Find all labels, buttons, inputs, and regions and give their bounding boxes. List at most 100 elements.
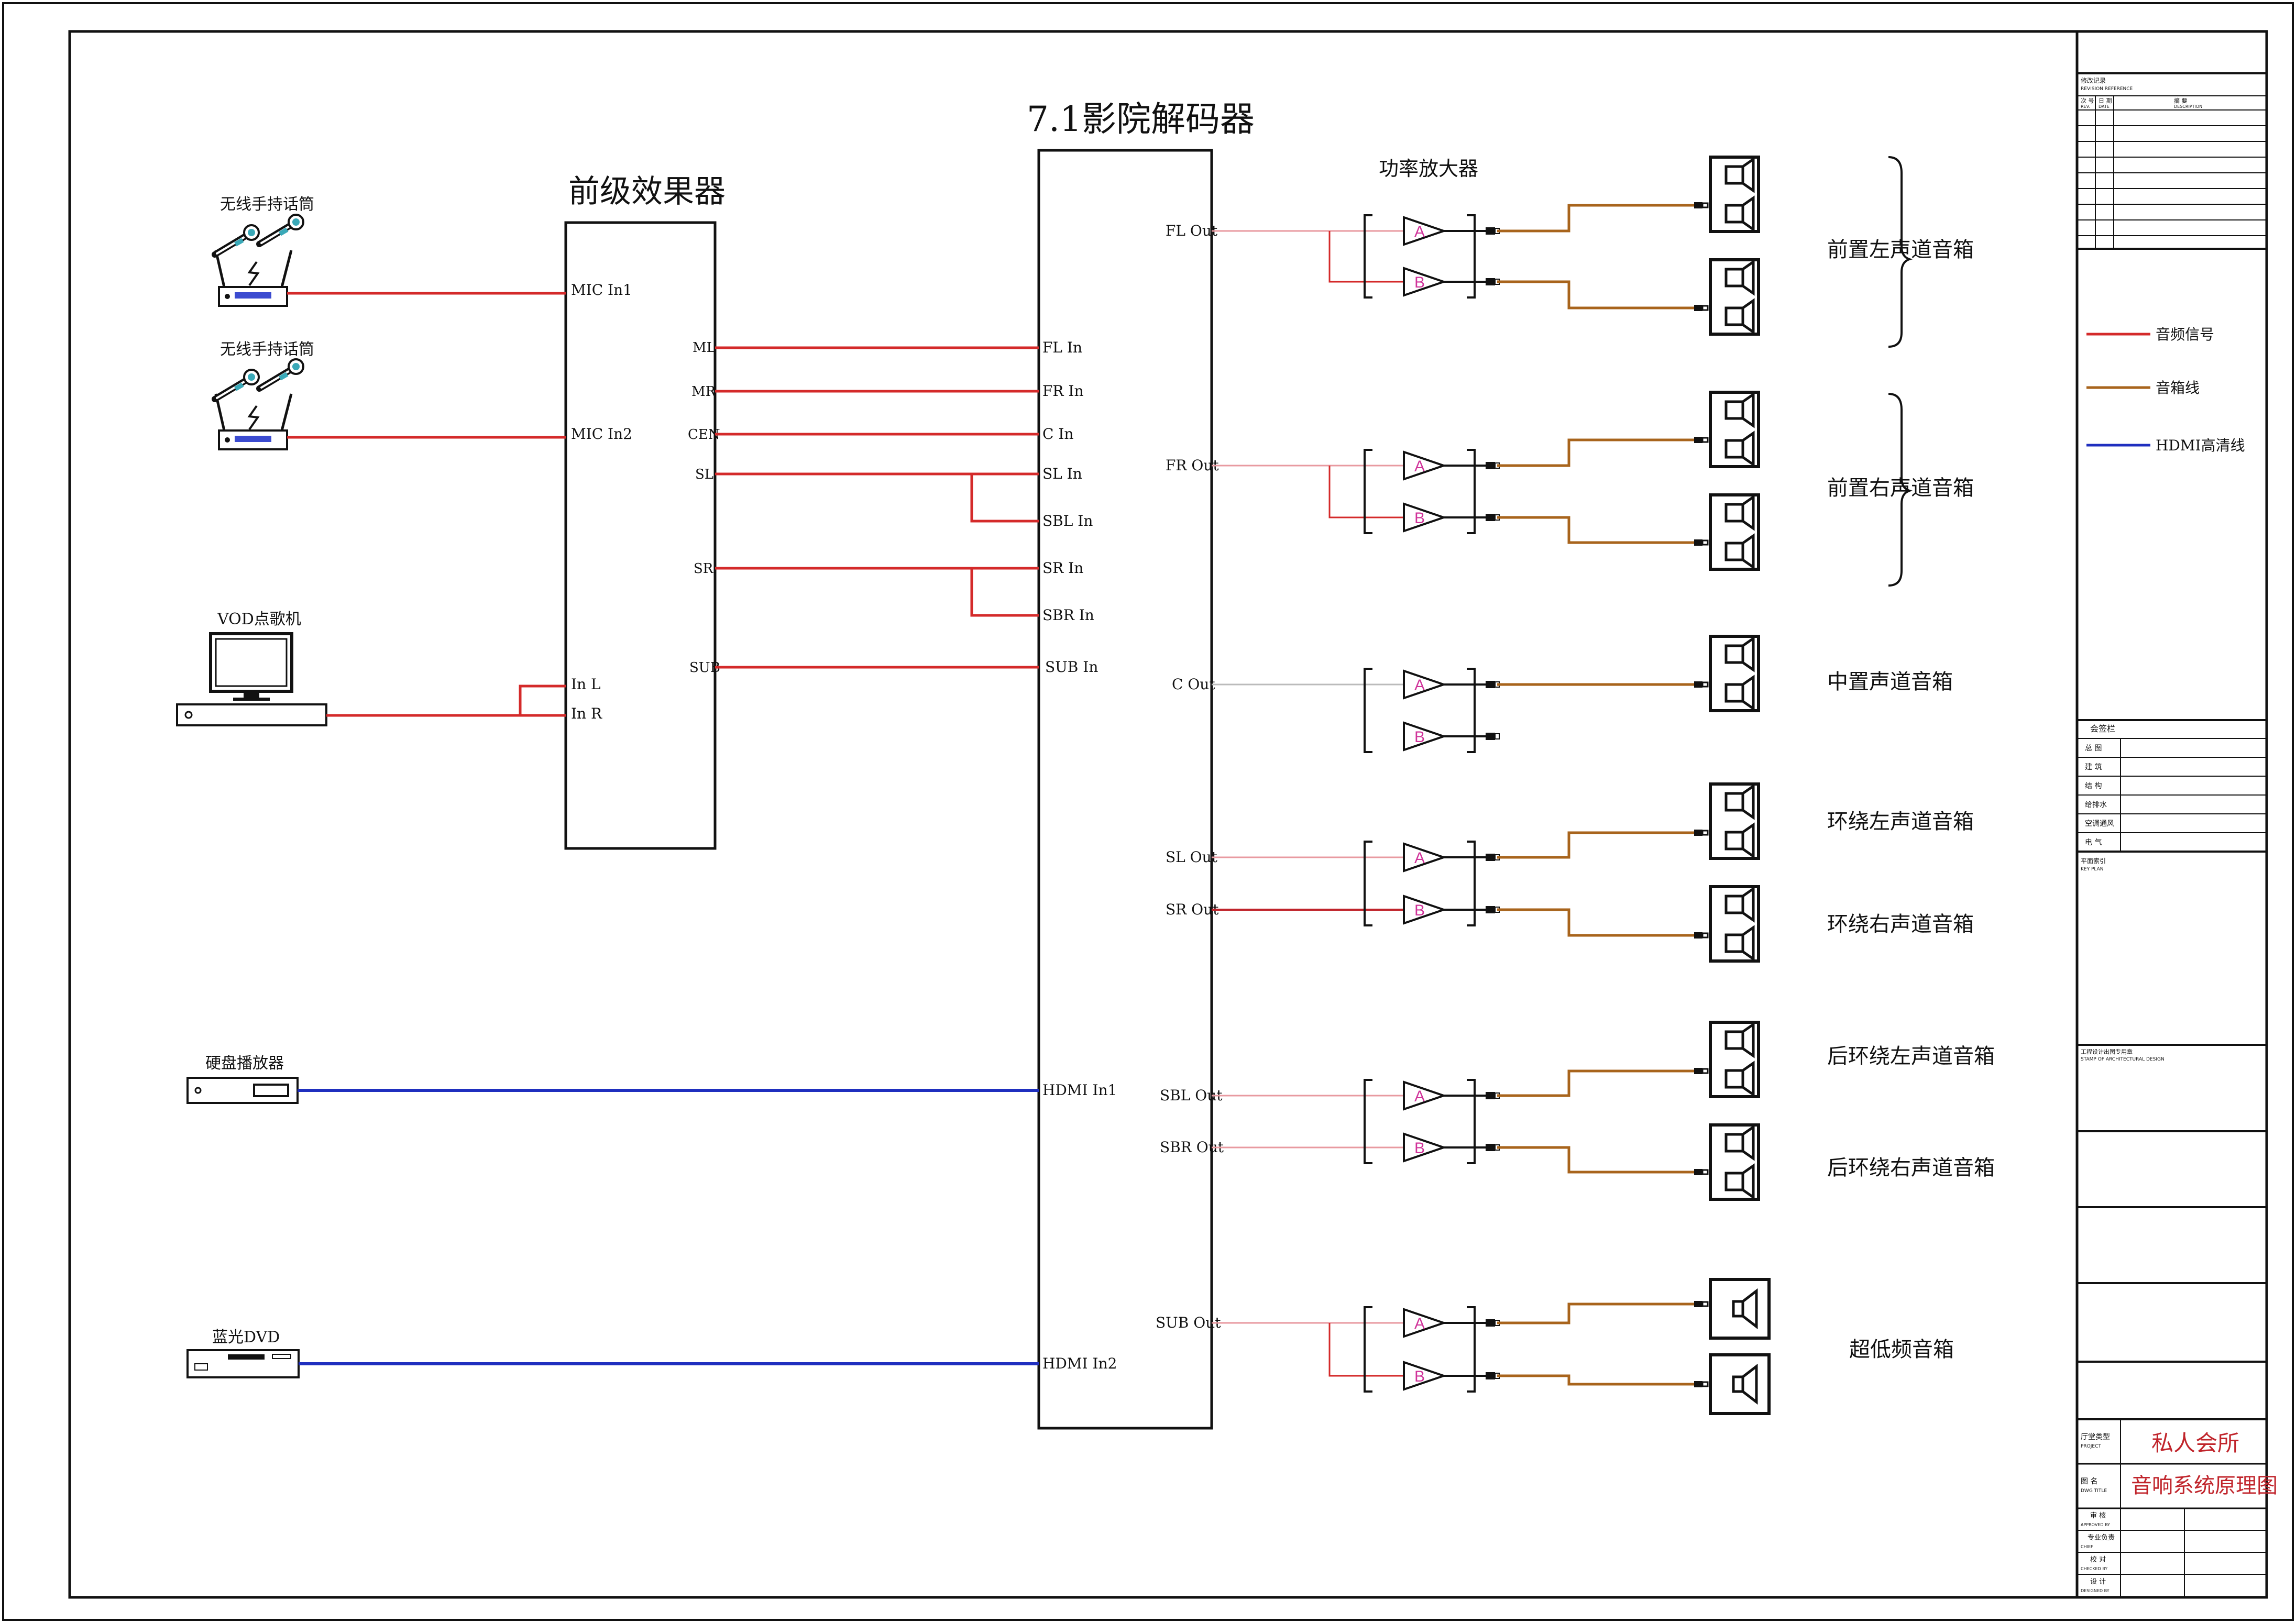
- preamp-title: 前级效果器: [568, 173, 726, 210]
- rev-col-desc: 摘 要: [2174, 97, 2188, 104]
- amp-channel: B: [1403, 1361, 1500, 1391]
- mic-icon: [215, 225, 259, 255]
- dec-in-c: C In: [1042, 425, 1073, 443]
- mic-icon: [259, 359, 303, 389]
- amp-title: 功率放大器: [1379, 157, 1478, 180]
- amp-channel: A: [1403, 450, 1500, 481]
- amp-block: AB: [1364, 449, 1500, 534]
- pre-in-mic2: MIC In2: [571, 425, 632, 443]
- decoder-to-amp: [1212, 230, 1404, 1377]
- pre-out-mr: MR: [691, 384, 717, 400]
- role-designed-en: DESIGNED BY: [2081, 1588, 2110, 1593]
- drawing-label-en: DWG TITLE: [2081, 1488, 2107, 1494]
- speaker-icon: [1693, 495, 1759, 569]
- role-approved: 审 核: [2090, 1512, 2106, 1520]
- amp-channel-label: A: [1414, 849, 1425, 867]
- speaker-label-rear-right: 后环绕右声道音箱: [1827, 1156, 1995, 1180]
- legend-label-hdmi: HDMI高清线: [2156, 437, 2245, 454]
- speaker-icon: [1693, 887, 1759, 961]
- dec-in-sbr: SBR In: [1042, 606, 1094, 624]
- vod-player: VOD点歌机: [176, 610, 327, 726]
- amp-triangle-icon: [1403, 450, 1447, 481]
- amp-channel-label: A: [1414, 458, 1425, 475]
- speaker-label-front-right: 前置右声道音箱: [1827, 476, 1974, 500]
- amp-channel: A: [1403, 669, 1500, 700]
- speaker-label-surround-left: 环绕左声道音箱: [1827, 810, 1974, 834]
- dec-out-sub: SUB Out: [1156, 1314, 1221, 1331]
- revision-title-en: REVISION REFERENCE: [2081, 86, 2133, 92]
- amp-channel: B: [1403, 721, 1500, 752]
- amp-triangle-icon: [1403, 895, 1447, 925]
- sign-row-4: 给排水: [2085, 801, 2107, 809]
- drawing-value: 音响系统原理图: [2131, 1474, 2278, 1498]
- amp-channel-label: B: [1414, 510, 1425, 527]
- drawing-label: 图 名: [2081, 1477, 2097, 1486]
- rev-col-no: 次 号: [2081, 97, 2094, 104]
- amp-triangle-icon: [1403, 216, 1447, 246]
- title-block: [2075, 31, 2267, 1597]
- role-checked: 校 对: [2090, 1555, 2106, 1564]
- speaker-icons: [1693, 157, 1769, 1414]
- speaker-label-front-left: 前置左声道音箱: [1827, 238, 1974, 262]
- speaker-icon: [1693, 157, 1759, 231]
- sign-title: 会签栏: [2090, 724, 2115, 734]
- pre-out-cen: CEN: [688, 427, 720, 443]
- dec-in-sub: SUB In: [1045, 658, 1098, 676]
- speaker-label-center: 中置声道音箱: [1827, 670, 1953, 694]
- decoder-title: 7.1影院解码器: [1027, 99, 1255, 139]
- rev-col-desc-en: DESCRIPTION: [2174, 104, 2202, 109]
- amp-channel-label: A: [1414, 1088, 1425, 1105]
- stamp-label-en: STAMP OF ARCHITECTURAL DESIGN: [2081, 1057, 2165, 1062]
- speaker-wiring: [1497, 204, 1697, 1386]
- role-designed: 设 计: [2090, 1578, 2106, 1586]
- amp-triangle-icon: [1403, 721, 1447, 752]
- brace-front-left: [1888, 156, 1913, 348]
- pre-out-ml: ML: [693, 340, 716, 356]
- preamp-box: [564, 221, 717, 850]
- speaker-icon: [1693, 1125, 1759, 1199]
- dec-out-sr: SR Out: [1166, 901, 1219, 918]
- amp-triangle-icon: [1403, 1308, 1447, 1338]
- dec-out-c: C Out: [1172, 676, 1215, 693]
- speaker-icon: [1693, 260, 1759, 334]
- role-checked-en: CHECKED BY: [2081, 1566, 2107, 1571]
- mic2-label: 无线手持话筒: [220, 340, 314, 359]
- speaker-icon: [1693, 1022, 1759, 1097]
- pc-case: [176, 703, 327, 726]
- bluray-dvd: 蓝光DVD: [186, 1328, 300, 1378]
- preamp-to-decoder: [715, 346, 1039, 669]
- mic-icon: [259, 215, 303, 244]
- dec-in-hdmi1: HDMI In1: [1042, 1081, 1117, 1099]
- role-approved-en: APPROVED BY: [2081, 1522, 2110, 1527]
- subwoofer-icon: [1693, 1279, 1769, 1338]
- project-label: 厅堂类型: [2081, 1433, 2110, 1441]
- amp-block: AB: [1364, 668, 1500, 753]
- monitor-icon: [209, 632, 293, 693]
- dec-in-sl: SL In: [1042, 465, 1082, 482]
- title-block-text: 修改记录 REVISION REFERENCE 次 号 日 期 摘 要 REV.…: [2081, 76, 2278, 1593]
- keyplan-label: 平面索引: [2081, 857, 2106, 865]
- project-value: 私人会所: [2151, 1430, 2239, 1456]
- role-chief: 专业负责: [2088, 1534, 2115, 1542]
- amp-block: AB: [1364, 1306, 1500, 1393]
- dec-in-sbl: SBL In: [1042, 512, 1093, 529]
- amp-triangle-icon: [1403, 502, 1447, 533]
- amp-triangle-icon: [1403, 267, 1447, 297]
- decoder-box: [1037, 149, 1213, 1430]
- amp-channel-label: A: [1414, 223, 1425, 240]
- amp-channel-label: B: [1414, 274, 1425, 291]
- sign-row-2: 建 筑: [2085, 763, 2102, 771]
- hdd-label: 硬盘播放器: [205, 1054, 284, 1073]
- speaker-icon: [1693, 392, 1759, 467]
- role-chief-en: CHIEF: [2081, 1544, 2093, 1549]
- dec-in-fr: FR In: [1042, 382, 1084, 400]
- amp-channel: B: [1403, 267, 1500, 297]
- mic-set-2: 无线手持话筒: [215, 340, 314, 449]
- amp-channel: A: [1403, 842, 1500, 873]
- dec-out-sl: SL Out: [1166, 848, 1218, 866]
- dec-out-fl: FL Out: [1166, 222, 1218, 239]
- legend-label-audio: 音频信号: [2156, 326, 2214, 343]
- amp-block: AB: [1364, 214, 1500, 299]
